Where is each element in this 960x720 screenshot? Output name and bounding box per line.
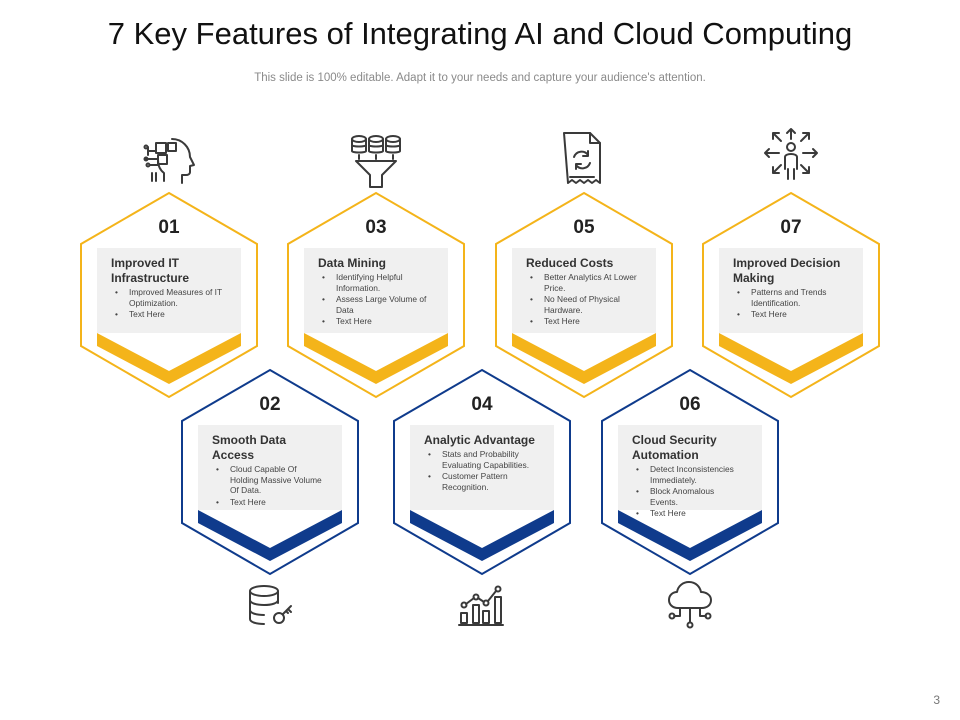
feature-card-03: Data MiningIdentifying Helpful Informati…	[304, 248, 436, 328]
slide-subtitle: This slide is 100% editable. Adapt it to…	[254, 72, 706, 84]
feature-bullet: Improved Measures of IT Optimization.	[115, 287, 223, 308]
feature-bullet: Text Here	[530, 316, 638, 327]
person-decision-icon	[764, 128, 818, 180]
feature-bullet: Assess Large Volume of Data	[322, 294, 430, 315]
feature-bullet: No Need of Physical Hardware.	[530, 294, 638, 315]
slide-title: 7 Key Features of Integrating AI and Clo…	[107, 16, 853, 51]
chevron-band-05	[512, 333, 656, 384]
data-funnel-icon	[351, 135, 401, 188]
feature-card-02: Smooth Data AccessCloud Capable Of Holdi…	[198, 425, 330, 508]
chevron-band-07	[719, 333, 863, 384]
feature-bullet-list: Better Analytics At Lower Price.No Need …	[526, 272, 638, 327]
recycle-receipt-icon	[563, 132, 601, 184]
feature-number-02: 02	[259, 394, 281, 415]
feature-bullet: Stats and Probability Evaluating Capabil…	[428, 449, 536, 470]
feature-bullet-list: Stats and Probability Evaluating Capabil…	[424, 449, 536, 492]
feature-number-06: 06	[679, 394, 701, 415]
feature-title: Smooth Data Access	[212, 433, 287, 462]
feature-bullet-list: Detect Inconsistencies Immediately.Block…	[632, 464, 744, 519]
feature-bullet-list: Identifying Helpful Information.Assess L…	[318, 272, 430, 327]
feature-bullet: Patterns and Trends Identification.	[737, 287, 845, 308]
ai-head-puzzle-icon	[143, 138, 195, 184]
page-number: 3	[933, 693, 940, 707]
feature-bullet: Identifying Helpful Information.	[322, 272, 430, 293]
feature-bullet: Text Here	[636, 508, 744, 519]
feature-title: Improved Decision Making	[733, 256, 841, 285]
feature-card-05: Reduced CostsBetter Analytics At Lower P…	[512, 248, 644, 328]
feature-bullet: Text Here	[322, 316, 430, 327]
feature-bullet: Customer Pattern Recognition.	[428, 471, 536, 492]
feature-bullet: Detect Inconsistencies Immediately.	[636, 464, 744, 485]
cloud-network-icon	[668, 581, 712, 629]
feature-title: Reduced Costs	[526, 256, 614, 270]
feature-bullet-list: Improved Measures of IT Optimization.Tex…	[111, 287, 223, 320]
feature-title: Data Mining	[318, 256, 386, 270]
feature-number-07: 07	[780, 217, 802, 238]
feature-title: Analytic Advantage	[424, 433, 535, 447]
feature-bullet-list: Patterns and Trends Identification.Text …	[733, 287, 845, 320]
feature-number-03: 03	[365, 217, 387, 238]
chevron-band-01	[97, 333, 241, 384]
feature-number-01: 01	[158, 217, 180, 238]
feature-card-04: Analytic AdvantageStats and Probability …	[410, 425, 542, 493]
feature-title: Cloud Security Automation	[632, 433, 717, 462]
chevron-band-06	[618, 510, 762, 561]
feature-bullet: Cloud Capable Of Holding Massive Volume …	[216, 464, 324, 496]
feature-card-07: Improved Decision MakingPatterns and Tre…	[719, 248, 851, 321]
chevron-band-04	[410, 510, 554, 561]
chevron-band-02	[198, 510, 342, 561]
feature-number-05: 05	[573, 217, 595, 238]
feature-bullet: Text Here	[115, 309, 223, 320]
database-key-icon	[249, 585, 292, 625]
feature-number-04: 04	[471, 394, 493, 415]
feature-bullet-list: Cloud Capable Of Holding Massive Volume …	[212, 464, 324, 507]
feature-title: Improved IT Infrastructure	[111, 256, 190, 285]
feature-card-06: Cloud Security AutomationDetect Inconsis…	[618, 425, 750, 520]
analytics-chart-icon	[458, 585, 504, 626]
feature-card-01: Improved IT InfrastructureImproved Measu…	[97, 248, 229, 321]
feature-bullet: Better Analytics At Lower Price.	[530, 272, 638, 293]
feature-bullet: Text Here	[216, 497, 324, 508]
chevron-band-03	[304, 333, 448, 384]
feature-bullet: Block Anomalous Events.	[636, 486, 744, 507]
feature-bullet: Text Here	[737, 309, 845, 320]
